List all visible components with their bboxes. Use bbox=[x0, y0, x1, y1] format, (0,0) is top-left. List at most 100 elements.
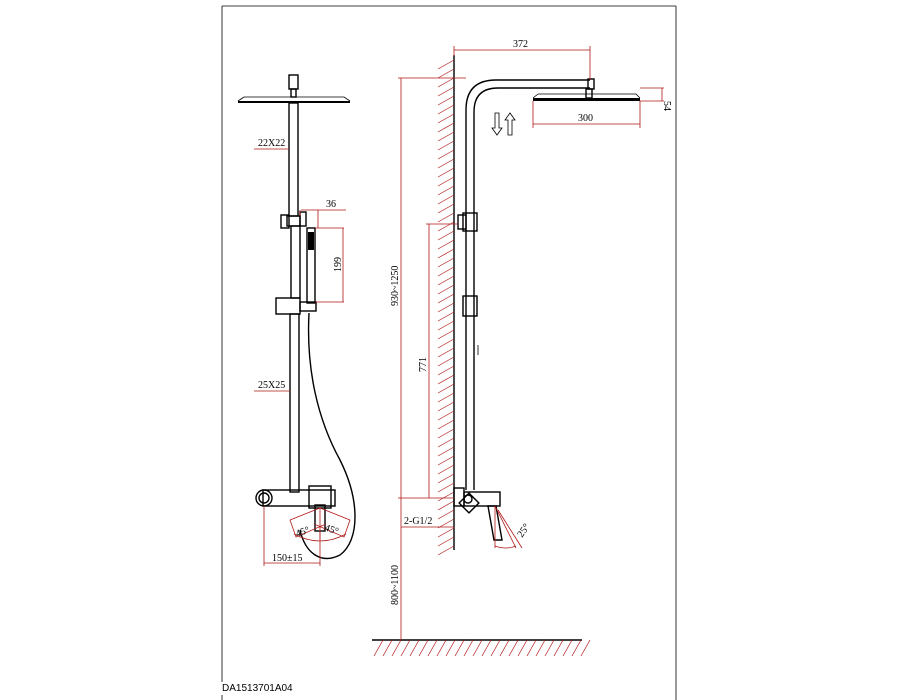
hatch-line bbox=[437, 464, 455, 475]
hatch-line bbox=[437, 338, 455, 349]
hatch-line bbox=[437, 419, 455, 430]
hatch-line bbox=[535, 639, 546, 657]
side-dimension-lines bbox=[398, 46, 664, 640]
hatch-line bbox=[437, 176, 455, 187]
hatch-line bbox=[437, 248, 455, 259]
shower-head-front bbox=[238, 101, 350, 103]
arm-reach-label: 372 bbox=[513, 39, 528, 50]
hatch-line bbox=[437, 347, 455, 358]
hatch-line bbox=[571, 639, 582, 657]
lower-pipe bbox=[289, 313, 300, 493]
hatch-line bbox=[437, 131, 455, 142]
hatch-line bbox=[437, 383, 455, 394]
hatch-line bbox=[437, 509, 455, 520]
hatch-line bbox=[553, 639, 564, 657]
hatch-line bbox=[437, 275, 455, 286]
shower-head-side bbox=[533, 98, 640, 101]
hatch-line bbox=[437, 329, 455, 340]
height-adjust-range-label: 930~1250 bbox=[390, 266, 401, 306]
hatch-line bbox=[544, 639, 555, 657]
hatch-line bbox=[526, 639, 537, 657]
hatch-line bbox=[437, 158, 455, 169]
hatch-line bbox=[437, 437, 455, 448]
lever-angle-label: 25° bbox=[515, 522, 532, 540]
hatch-line bbox=[562, 639, 573, 657]
hatch-line bbox=[437, 203, 455, 214]
hatch-line bbox=[437, 212, 455, 223]
arm-outer bbox=[465, 79, 590, 490]
hatch-line bbox=[437, 140, 455, 151]
floor-hatching bbox=[373, 639, 591, 657]
hatch-line bbox=[400, 639, 411, 657]
hatch-line bbox=[418, 639, 429, 657]
hatch-line bbox=[437, 266, 455, 277]
hatch-line bbox=[437, 473, 455, 484]
hatch-line bbox=[437, 149, 455, 160]
hatch-line bbox=[437, 293, 455, 304]
holder-clip bbox=[280, 214, 290, 229]
hatch-line bbox=[437, 455, 455, 466]
hatch-line bbox=[437, 239, 455, 250]
hatch-line bbox=[437, 86, 455, 97]
side-view bbox=[372, 55, 641, 657]
hatch-line bbox=[454, 639, 465, 657]
hatch-line bbox=[437, 122, 455, 133]
side-slider bbox=[462, 295, 478, 317]
drawing-frame bbox=[221, 5, 677, 700]
head-connector bbox=[288, 74, 299, 90]
hand-shower-length-label: 199 bbox=[333, 257, 344, 272]
hatch-line bbox=[437, 257, 455, 268]
hatch-line bbox=[437, 545, 455, 556]
hatch-line bbox=[437, 356, 455, 367]
upper-pipe bbox=[288, 102, 299, 217]
front-view bbox=[237, 74, 356, 566]
head-width-label: 300 bbox=[578, 113, 593, 124]
hatch-line bbox=[472, 639, 483, 657]
hatch-line bbox=[463, 639, 474, 657]
hatch-line bbox=[437, 527, 455, 538]
hatch-line bbox=[499, 639, 510, 657]
slider-height-label: 771 bbox=[418, 357, 429, 372]
slider-block bbox=[275, 297, 301, 315]
hatch-line bbox=[391, 639, 402, 657]
hatch-line bbox=[437, 482, 455, 493]
hatch-line bbox=[437, 302, 455, 313]
lever-angle-indicator bbox=[494, 505, 523, 549]
hatch-line bbox=[437, 374, 455, 385]
slide-bar bbox=[290, 225, 301, 299]
arm-inner bbox=[473, 87, 590, 490]
hatch-line bbox=[437, 68, 455, 79]
hand-shower bbox=[306, 227, 316, 304]
hatch-line bbox=[481, 639, 492, 657]
hatch-line bbox=[437, 113, 455, 124]
mixer-body bbox=[262, 489, 336, 507]
pipe-upper-section-label: 22X22 bbox=[258, 138, 285, 149]
hatch-line bbox=[437, 104, 455, 115]
wall-bracket bbox=[457, 214, 467, 230]
hatch-line bbox=[437, 392, 455, 403]
hatch-line bbox=[436, 639, 447, 657]
handle-angle-left-label: 45° bbox=[294, 525, 311, 540]
hatch-line bbox=[437, 410, 455, 421]
mount-height-range-label: 800~1100 bbox=[390, 565, 401, 605]
hatch-line bbox=[437, 284, 455, 295]
handle-angle-right-label: 45° bbox=[323, 522, 340, 537]
hatch-line bbox=[490, 639, 501, 657]
holder-width-label: 36 bbox=[326, 199, 336, 210]
hatch-line bbox=[437, 221, 455, 232]
hatch-line bbox=[437, 320, 455, 331]
hatch-line bbox=[437, 185, 455, 196]
drawing-code: DA1513701A04 bbox=[220, 682, 295, 695]
hatch-line bbox=[427, 639, 438, 657]
hatch-line bbox=[373, 639, 384, 657]
inlet-thread-label: 2-G1/2 bbox=[404, 516, 432, 527]
hose bbox=[299, 312, 356, 560]
hatch-line bbox=[580, 639, 591, 657]
hatch-line bbox=[437, 446, 455, 457]
hatch-line bbox=[508, 639, 519, 657]
hatch-line bbox=[437, 518, 455, 529]
hatch-line bbox=[437, 77, 455, 88]
hatch-line bbox=[437, 311, 455, 322]
hatch-line bbox=[437, 365, 455, 376]
